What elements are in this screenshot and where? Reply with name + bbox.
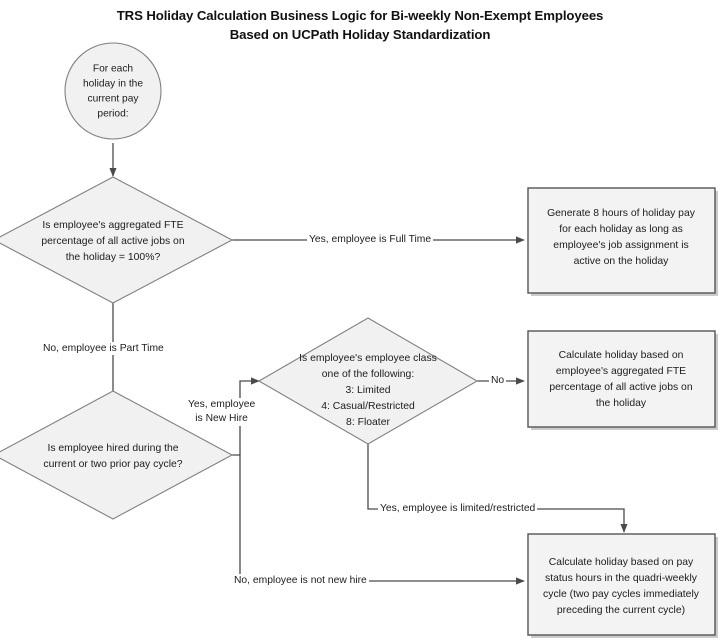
node-decision-class-line-2: one of the following: (322, 369, 414, 380)
node-process-fulltime-line-4: active on the holiday (574, 256, 670, 267)
edge-label-yes-full-time: Yes, employee is Full Time (307, 233, 434, 246)
node-process-fte-prorate-line-4: the holiday (596, 398, 647, 409)
title-line-2: Based on UCPath Holiday Standardization (229, 27, 491, 42)
connector-class-yes-to-quadriweekly (367, 444, 628, 533)
edge-label-yes-limited-restricted: Yes, employee is limited/restricted (378, 502, 538, 515)
node-process-fulltime-line-2: for each holiday as long as (559, 224, 683, 235)
edge-label-no-class: No (489, 374, 507, 387)
edge-label-yes-new-hire-line-2: is New Hire (195, 413, 248, 424)
node-process-fte-prorate-line-3: percentage of all active jobs on (549, 382, 692, 393)
node-start-line-1: For each (93, 64, 133, 75)
node-process-fulltime-line-1: Generate 8 hours of holiday pay (547, 208, 696, 219)
edge-label-yes-new-hire: Yes, employee is New Hire (186, 398, 258, 426)
node-decision-class-line-1: Is employee's employee class (299, 353, 437, 364)
node-process-quadriweekly[interactable] (527, 533, 716, 636)
node-decision-class[interactable] (257, 317, 479, 445)
node-start-circle[interactable] (64, 42, 162, 140)
edge-label-no-part-time: No, employee is Part Time (41, 342, 166, 355)
node-decision-newhire[interactable] (0, 390, 234, 520)
node-decision-newhire-line-2: current or two prior pay cycle? (43, 459, 182, 470)
node-process-fulltime-line-3: employee's job assignment is (553, 240, 688, 251)
edge-label-yes-new-hire-line-1: Yes, employee (188, 399, 256, 410)
edge-label-no-not-new-hire: No, employee is not new hire (232, 574, 369, 587)
node-decision-fte-line-3: the holiday = 100%? (66, 252, 161, 263)
node-process-quadriweekly-line-2: status hours in the quadri-weekly (545, 573, 698, 584)
page-title: TRS Holiday Calculation Business Logic f… (0, 6, 720, 44)
node-decision-class-line-5: 8: Floater (346, 417, 390, 428)
node-process-fte-prorate-line-1: Calculate holiday based on (559, 350, 684, 361)
node-decision-newhire-line-1: Is employee hired during the (47, 443, 178, 454)
node-process-quadriweekly-line-1: Calculate holiday based on pay (549, 557, 694, 568)
node-process-quadriweekly-line-3: cycle (two pay cycles immediately (543, 589, 700, 600)
node-decision-fte-line-1: Is employee's aggregated FTE (42, 220, 183, 231)
node-process-quadriweekly-line-4: preceding the current cycle) (557, 605, 685, 616)
node-process-fte-prorate[interactable] (527, 330, 716, 428)
node-process-fte-prorate-line-2: employee's aggregated FTE (556, 366, 686, 377)
node-decision-class-line-4: 4: Casual/Restricted (321, 401, 415, 412)
node-start-line-2: holiday in the (83, 79, 143, 90)
node-start-line-3: current pay (88, 94, 140, 105)
node-process-fulltime[interactable] (527, 187, 716, 294)
node-decision-fte-line-2: percentage of all active jobs on (41, 236, 184, 247)
node-start-line-4: period: (97, 109, 128, 120)
title-line-1: TRS Holiday Calculation Business Logic f… (116, 8, 604, 23)
node-decision-fte[interactable] (0, 176, 234, 304)
node-decision-class-line-3: 3: Limited (345, 385, 390, 396)
connector-newhire-no-to-quadriweekly (239, 455, 525, 585)
